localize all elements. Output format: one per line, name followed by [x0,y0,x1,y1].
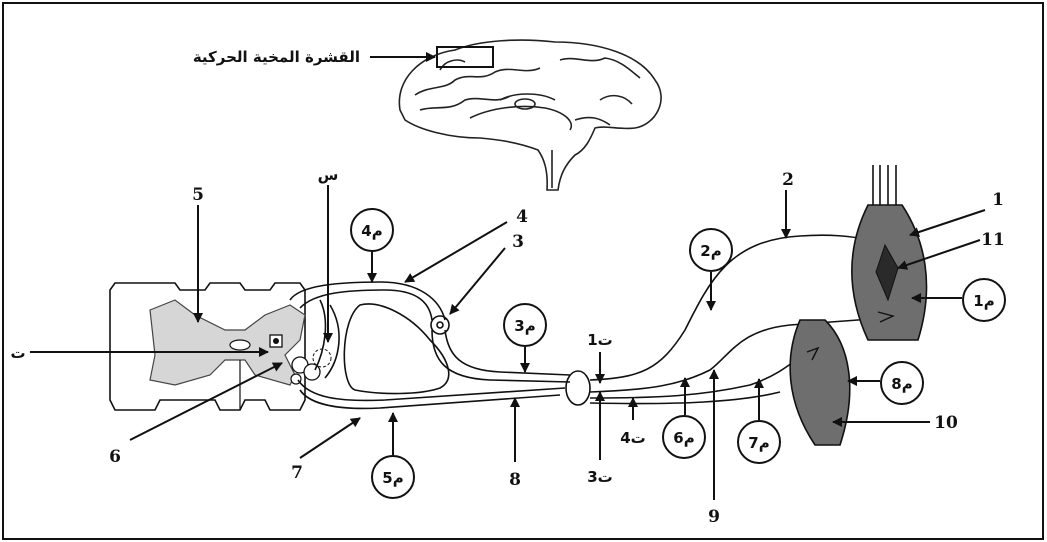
label-8: 8 [509,470,521,490]
circle-m2-label: م2 [700,242,721,260]
circle-m4: م4 [351,209,393,251]
label-t: ت [10,344,25,362]
motor-cortex-caption: القشرة المخية الحركية [193,48,360,66]
label-9: 9 [708,507,720,527]
label-t3: ت3 [587,468,613,486]
label-6: 6 [109,447,121,467]
label-4: 4 [516,207,528,227]
label-5: 5 [192,185,204,205]
label-t1: ت1 [587,331,613,349]
spinal-cord [110,283,331,410]
brain-drawing [399,40,661,190]
circle-m6: م6 [663,416,705,458]
label-t4: ت4 [620,429,646,447]
circle-m8: م8 [881,362,923,404]
circle-m7-label: م7 [748,434,769,452]
label-7: 7 [291,463,303,483]
circle-m2: م2 [690,229,732,271]
circle-m1: م1 [963,279,1005,321]
circle-m1-label: م1 [973,292,994,310]
label-1: 1 [992,190,1004,210]
circle-m3: م3 [504,304,546,346]
circle-m5: م5 [372,456,414,498]
label-3: 3 [512,232,524,252]
label-s: س [318,166,339,184]
muscle [790,320,850,445]
circle-m7: م7 [738,421,780,463]
label-10: 10 [934,413,958,433]
circle-m5-label: م5 [382,469,403,487]
circle-m8-label: م8 [891,375,912,393]
circle-m4-label: م4 [361,222,382,240]
circle-m6-label: م6 [673,429,694,447]
label-2: 2 [782,170,794,190]
circle-m3-label: م3 [514,317,535,335]
muscle-spindle [852,165,927,340]
label-11: 11 [981,230,1005,250]
